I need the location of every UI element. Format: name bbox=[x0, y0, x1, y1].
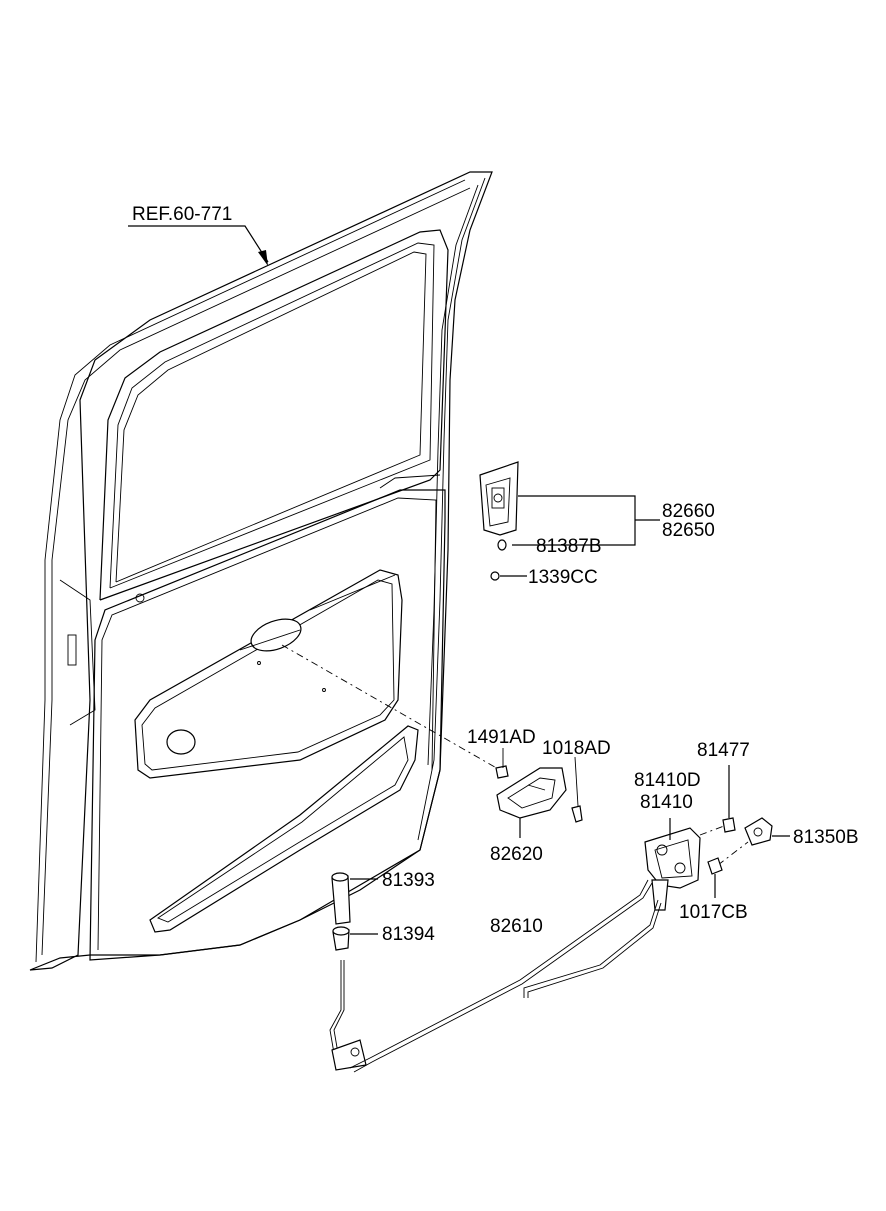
lock-knob-assembly: 81393 81394 bbox=[331, 870, 435, 951]
door-panel bbox=[29, 171, 493, 971]
ref-callout: REF.60-771 bbox=[128, 204, 269, 266]
inside-handle-assembly: 1491AD 1018AD 82620 bbox=[281, 644, 611, 865]
outside-handle-assembly: 82660 82650 81387B 1339CC bbox=[479, 461, 715, 588]
label-1339CC: 1339CC bbox=[528, 567, 598, 588]
label-81410D: 81410D bbox=[634, 770, 701, 791]
label-81387B: 81387B bbox=[536, 536, 602, 557]
label-1018AD: 1018AD bbox=[542, 738, 611, 759]
label-82660: 82660 bbox=[662, 501, 715, 522]
label-81393: 81393 bbox=[382, 870, 435, 891]
label-82650: 82650 bbox=[662, 520, 715, 541]
latch-rod-assembly: 82610 bbox=[329, 879, 662, 1073]
label-1491AD: 1491AD bbox=[467, 727, 536, 748]
label-1017CB: 1017CB bbox=[679, 902, 748, 923]
label-81350B: 81350B bbox=[793, 827, 859, 848]
latch-assembly: 81410D 81410 81477 81350B 1017CB bbox=[634, 740, 859, 923]
label-82610: 82610 bbox=[490, 916, 543, 937]
label-81394: 81394 bbox=[382, 924, 435, 945]
label-81410: 81410 bbox=[640, 792, 693, 813]
label-82620: 82620 bbox=[490, 844, 543, 865]
ref-label: REF.60-771 bbox=[132, 204, 232, 225]
label-81477: 81477 bbox=[697, 740, 750, 761]
